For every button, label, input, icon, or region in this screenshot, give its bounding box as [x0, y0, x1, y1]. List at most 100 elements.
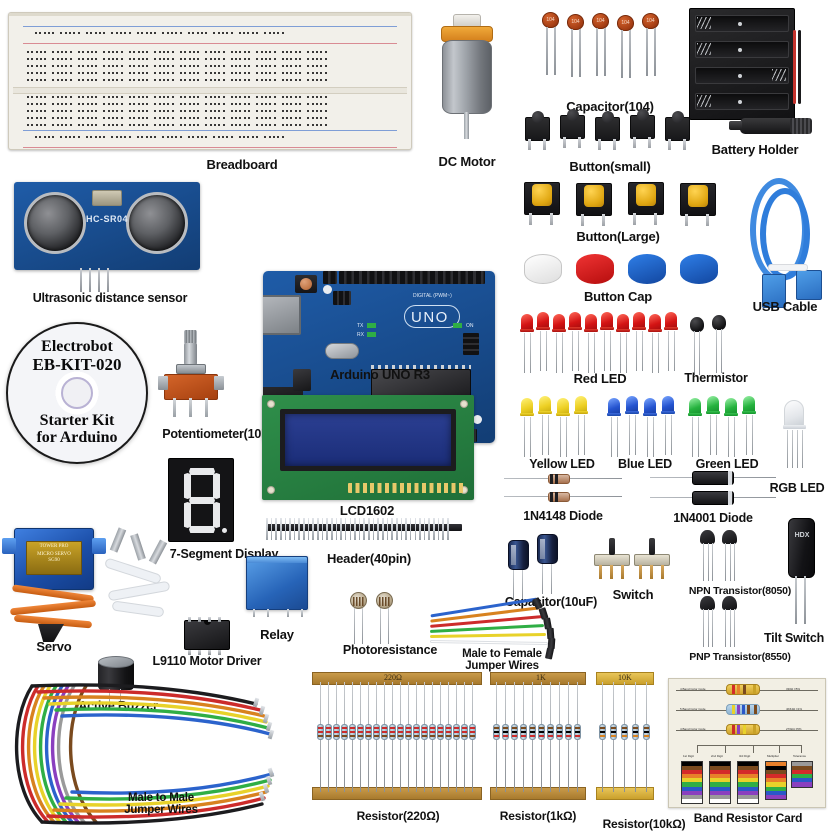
label-blue-led: Blue LED: [618, 457, 672, 471]
arduino-usb-port: [263, 295, 301, 335]
npn-transistors-8050: [700, 530, 746, 586]
segment-c: [213, 502, 220, 528]
button-cap-blue-1: [628, 254, 666, 284]
band-card-col-5: Tolerance: [793, 754, 807, 758]
servo-wires: [8, 584, 104, 642]
label-servo: Servo: [36, 639, 72, 654]
label-red-led: Red LED: [573, 371, 627, 386]
label-usb-cable: USB Cable: [752, 299, 818, 314]
pnp-transistors-8550: [700, 596, 746, 652]
breadboard-top-rail: [13, 26, 407, 44]
label-l9110: L9110 Motor Driver: [152, 654, 262, 668]
servo-brand: TOWER PRO: [39, 544, 69, 549]
potentiometer[interactable]: [158, 330, 224, 418]
label-resistor-220: Resistor(220Ω): [356, 809, 440, 823]
arduino-mount-hole-1: [323, 285, 332, 294]
usb-type-b-plug: [796, 270, 822, 300]
arduino-mount-hole-2: [473, 415, 482, 424]
jumper-wire-arc-svg: [14, 683, 274, 825]
band-card-tolerance-table: [791, 761, 813, 788]
rgb-led: [783, 400, 806, 470]
label-dc-motor: DC Motor: [438, 154, 496, 169]
resistors-220-ohm: 220Ω: [312, 672, 482, 800]
slide-switches[interactable]: [594, 538, 674, 598]
arduino-silk-rx: RX: [357, 332, 364, 338]
segment-decimal-point: [222, 528, 227, 533]
band-card-row-value-3: 270kΩ ±5%: [786, 727, 802, 731]
servo-model: MICRO SERVO SG90: [37, 551, 71, 563]
label-button-cap: Button Cap: [583, 289, 653, 304]
band-card-multiplier-table: [765, 761, 787, 800]
breadboard-center-channel: [13, 87, 407, 94]
kit-cd-disc: Electrobot EB-KIT-020 Starter Kit for Ar…: [6, 322, 148, 464]
label-tilt-switch: Tilt Switch: [763, 631, 825, 645]
blue-leds: [607, 396, 682, 458]
arduino-icsp2-header[interactable]: [463, 333, 479, 355]
tact-buttons-large: [524, 182, 716, 230]
label-header-40pin: Header(40pin): [326, 551, 412, 566]
arduino-digital-header[interactable]: [339, 271, 485, 284]
yellow-leds: [520, 396, 595, 458]
button-caps: [524, 252, 718, 286]
arduino-led-tx: [367, 323, 376, 328]
arduino-silk-uno: UNO: [411, 309, 449, 326]
arduino-led-rx: [367, 332, 376, 337]
label-1n4148: 1N4148 Diode: [523, 509, 603, 523]
photoresistors: [350, 592, 402, 648]
cd-title-line2: for Arduino: [36, 428, 118, 446]
diodes-1n4001: [650, 470, 776, 506]
resistor-10k-tape-marking: 10K: [618, 673, 632, 682]
diodes-1n4148: [504, 472, 622, 506]
dc-motor-shaft: [464, 112, 469, 139]
arduino-atmega-mcu: [371, 369, 471, 399]
capacitor-code-text: 104: [546, 17, 555, 23]
segment-d: [189, 526, 215, 533]
label-1n4001: 1N4001 Diode: [673, 511, 753, 525]
band-card-row-value-1: 330Ω ±5%: [786, 687, 801, 691]
label-capacitor-104: Capacitor(104): [566, 99, 654, 114]
arduino-silk-digital: DIGITAL (PWM~): [413, 293, 452, 299]
arduino-icsp-header[interactable]: [333, 291, 351, 305]
red-leds: [520, 312, 681, 374]
label-yellow-led: Yellow LED: [529, 457, 595, 471]
l9110-motor-driver-ic: [184, 617, 230, 655]
label-pnp-transistor: PNP Transistor(8550): [689, 651, 791, 663]
band-card-row-label-2: 5 Band Color Code: [680, 707, 706, 711]
label-band-resistor-card: Band Resistor Card: [693, 811, 803, 825]
label-thermistor: Thermistor: [684, 371, 748, 385]
servo-screws: [109, 527, 182, 576]
arduino-digital-header-left[interactable]: [323, 271, 337, 284]
segment-b: [213, 473, 220, 499]
relay-module: [246, 556, 308, 617]
ultrasonic-part-number: HC-SR04: [86, 214, 129, 224]
label-ultrasonic: Ultrasonic distance sensor: [32, 291, 188, 305]
breadboard-bottom-rail: [13, 130, 407, 148]
dc-motor-body: [442, 40, 492, 114]
lcd-pin-pads: [348, 483, 466, 493]
cd-brand: Electrobot: [41, 338, 113, 356]
resistors-1k-ohm: 1K: [490, 672, 586, 800]
arduino-atmega-pins-top: [371, 365, 471, 369]
thermistors: [690, 315, 738, 377]
usb-cable: [744, 178, 832, 318]
label-breadboard: Breadboard: [206, 157, 278, 172]
band-card-digit-table-1: [681, 761, 703, 804]
cd-center-hole: [61, 377, 93, 410]
segment-a: [189, 468, 215, 475]
label-green-led: Green LED: [695, 457, 759, 471]
tilt-switch: HDX: [788, 518, 822, 628]
label-switch: Switch: [612, 587, 654, 602]
label-npn-transistor: NPN Transistor(8050): [688, 585, 792, 597]
tact-buttons-small: [525, 109, 695, 157]
band-card-col-4: Multiplier: [767, 754, 780, 758]
label-arduino: Arduino UNO R3: [330, 367, 430, 382]
band-card-col-1: 1st Digit: [683, 754, 694, 758]
label-male-to-male: Male to Male Jumper Wires: [124, 792, 198, 817]
usb-cable-tie: [768, 264, 808, 271]
label-male-to-female: Male to Female Jumper Wires: [462, 648, 542, 673]
label-rgb-led: RGB LED: [769, 481, 825, 495]
lcd-screen: [280, 409, 456, 471]
battery-holder: [689, 8, 795, 120]
usb-type-a-plug: [762, 274, 786, 308]
